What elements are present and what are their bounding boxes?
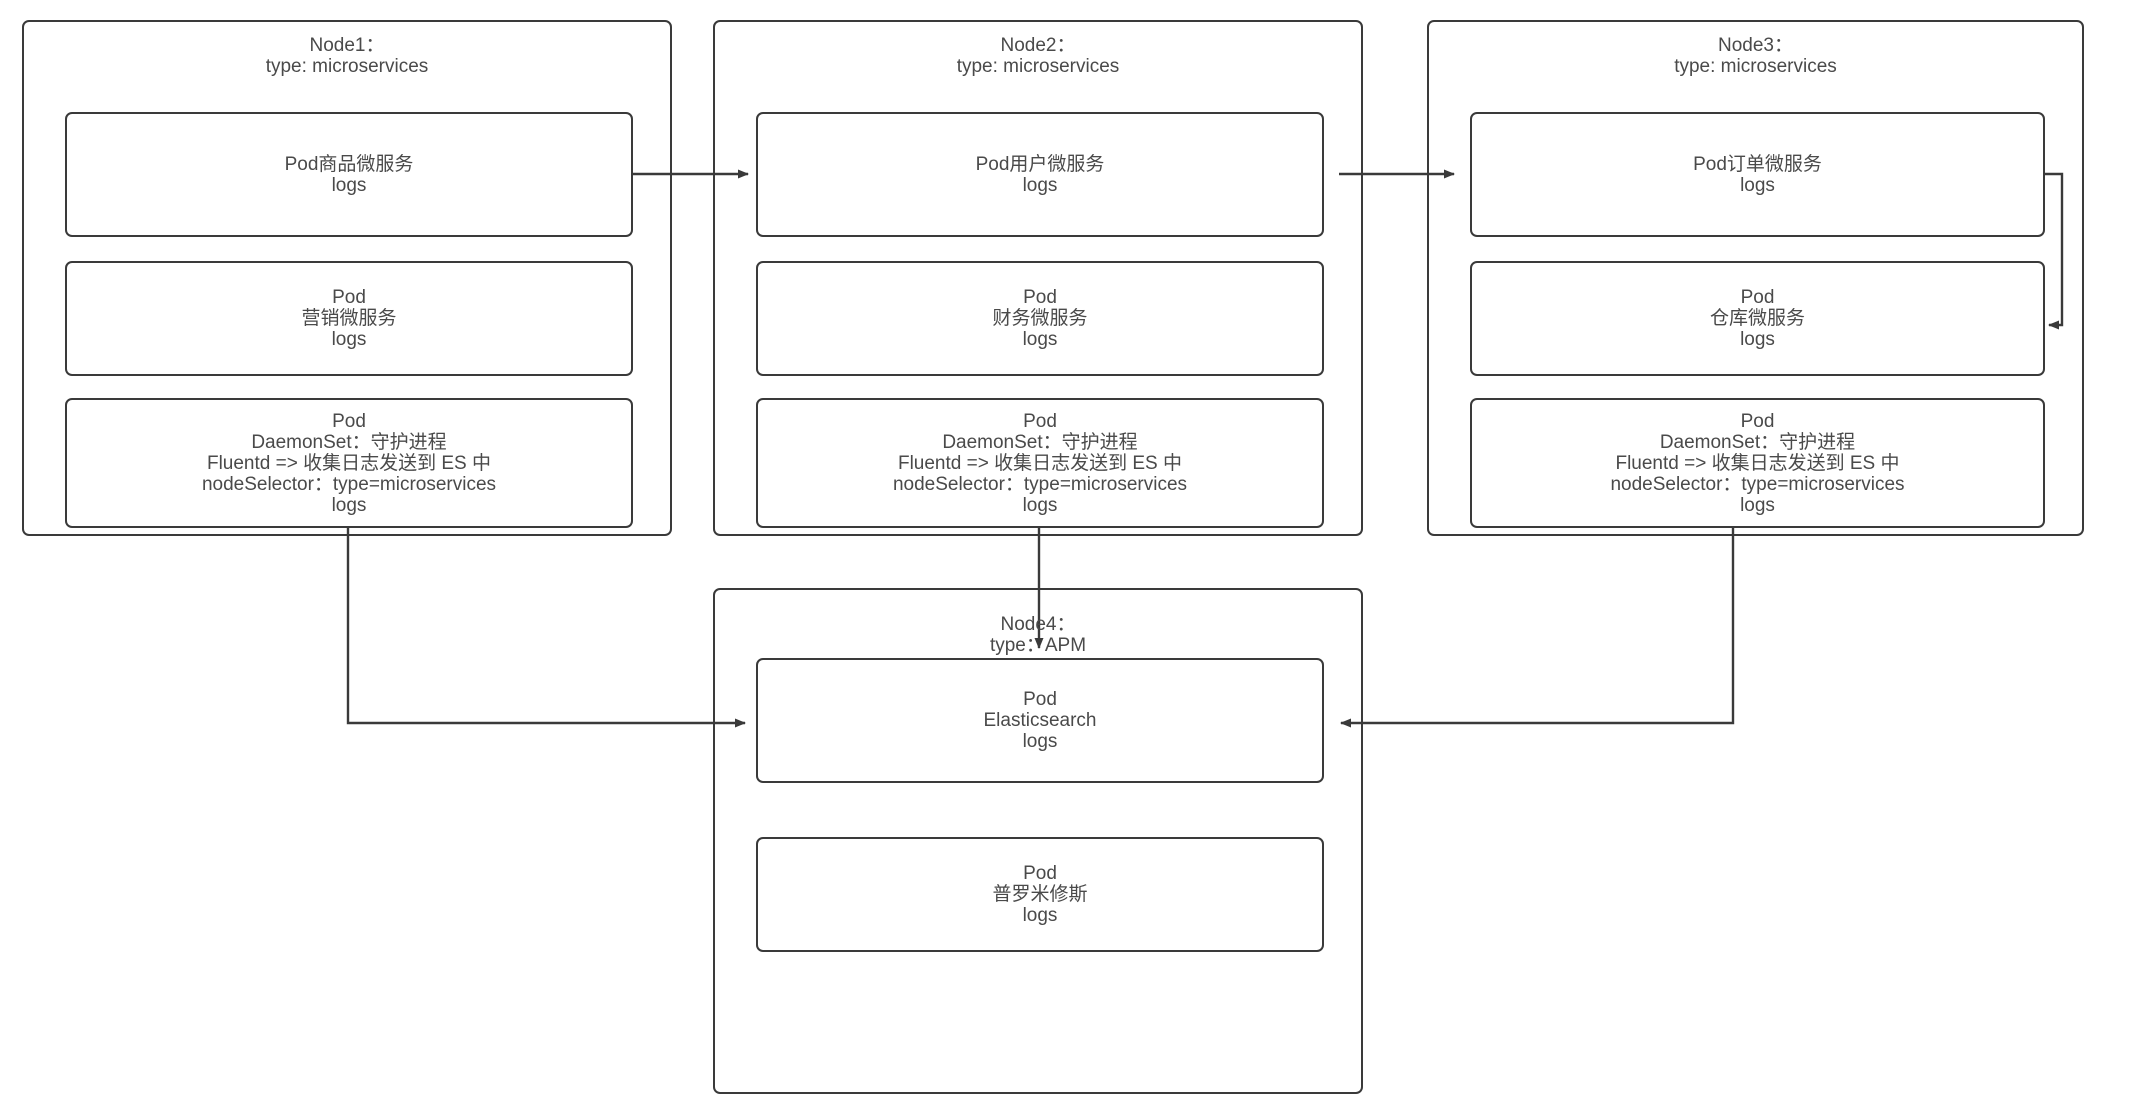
node-title-node1: Node1： type: microservices [265,35,429,77]
node-container-node3[interactable]: Node3： type: microservices [1427,20,2084,536]
edge-n1p3-to-n4p1 [346,528,746,728]
pod-node3-仓库微服务[interactable]: Pod 仓库微服务 logs [1470,261,2045,376]
pod-node1-商品微服务[interactable]: Pod商品微服务 logs [65,112,633,237]
pod-node3-daemonset[interactable]: Pod DaemonSet：守护进程 Fluentd => 收集日志发送到 ES… [1470,398,2045,528]
node-title-node3: Node3： type: microservices [1674,35,1837,77]
pod-node1-营销微服务[interactable]: Pod 营销微服务 logs [65,261,633,376]
pod-label: Pod DaemonSet：守护进程 Fluentd => 收集日志发送到 ES… [201,410,497,516]
pod-label: Pod 财务微服务 logs [992,287,1088,350]
node-title-node2: Node2： type: microservices [956,35,1120,77]
pod-node2-daemonset[interactable]: Pod DaemonSet：守护进程 Fluentd => 收集日志发送到 ES… [756,398,1324,528]
pod-label: Pod Elasticsearch logs [983,689,1097,752]
pod-label: Pod 普罗米修斯 logs [992,863,1088,926]
pod-label: Pod 营销微服务 logs [301,287,397,350]
pod-node2-用户微服务[interactable]: Pod用户微服务 logs [756,112,1324,237]
pod-node3-订单微服务[interactable]: Pod订单微服务 logs [1470,112,2045,237]
node-title-node4: Node4： type：APM [989,614,1087,656]
pod-node4-prometheus[interactable]: Pod 普罗米修斯 logs [756,837,1324,952]
pod-label: Pod DaemonSet：守护进程 Fluentd => 收集日志发送到 ES… [1610,410,1905,516]
pod-label: Pod DaemonSet：守护进程 Fluentd => 收集日志发送到 ES… [892,410,1188,516]
pod-label: Pod用户微服务 logs [975,153,1105,196]
node-container-node2[interactable]: Node2： type: microservices [713,20,1363,536]
node-container-node4[interactable]: Node4： type：APM [713,588,1363,1094]
edge-n3p3-to-n4p1 [1340,528,1735,728]
pod-node2-财务微服务[interactable]: Pod 财务微服务 logs [756,261,1324,376]
pod-node4-elasticsearch[interactable]: Pod Elasticsearch logs [756,658,1324,783]
pod-label: Pod商品微服务 logs [284,153,414,196]
pod-label: Pod订单微服务 logs [1693,153,1822,196]
node-container-node1[interactable]: Node1： type: microservices [22,20,672,536]
pod-node1-daemonset[interactable]: Pod DaemonSet：守护进程 Fluentd => 收集日志发送到 ES… [65,398,633,528]
pod-label: Pod 仓库微服务 logs [1709,287,1805,350]
